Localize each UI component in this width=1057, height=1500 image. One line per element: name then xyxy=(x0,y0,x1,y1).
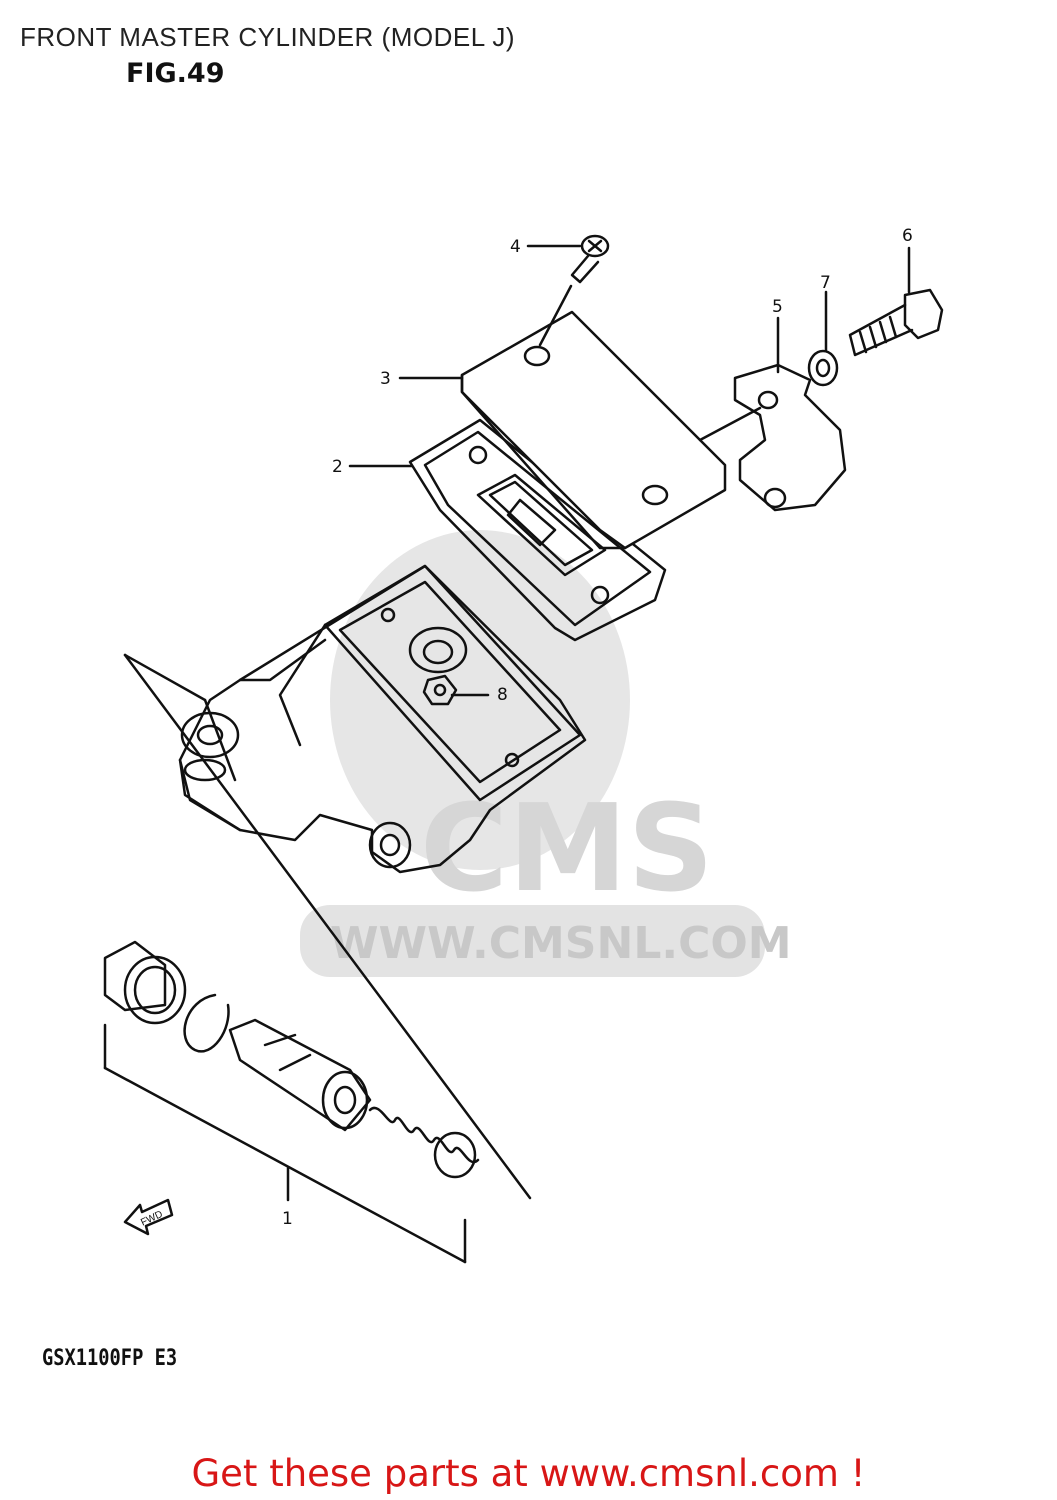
reservoir-cap-part-3 xyxy=(460,310,727,550)
model-code: GSX1100FP E3 xyxy=(42,1346,178,1371)
callout-6: 6 xyxy=(902,226,913,246)
callout-7: 7 xyxy=(820,273,831,293)
piston-cup xyxy=(103,940,187,1025)
page-title: FRONT MASTER CYLINDER (MODEL J) xyxy=(20,22,516,52)
bolt-part-6 xyxy=(848,288,944,357)
callout-8: 8 xyxy=(497,685,508,705)
fwd-arrow: FWD xyxy=(123,1198,174,1236)
parts-drawing: FWD xyxy=(103,234,944,1264)
watermark-brand: CMS xyxy=(420,780,714,919)
get-parts-link[interactable]: Get these parts at www.cmsnl.com ! xyxy=(191,1452,866,1495)
callout-2: 2 xyxy=(332,457,343,477)
washer-part-7 xyxy=(807,349,839,387)
watermark: CMS WWW.CMSNL.COM xyxy=(300,530,792,977)
screw-part-4 xyxy=(538,234,610,347)
figure-label: FIG.49 xyxy=(126,58,225,89)
callout-1: 1 xyxy=(282,1209,293,1229)
holder-part-5 xyxy=(698,363,847,512)
callout-3: 3 xyxy=(380,369,391,389)
callout-labels: 1 2 3 4 5 6 7 8 xyxy=(282,226,913,1229)
piston xyxy=(228,1018,372,1132)
watermark-url: WWW.CMSNL.COM xyxy=(330,918,792,969)
callout-4: 4 xyxy=(510,237,521,257)
master-cylinder-body xyxy=(178,564,587,874)
callout-5: 5 xyxy=(772,297,783,317)
spring xyxy=(368,1106,480,1179)
plate-part-8 xyxy=(422,674,458,706)
circlip xyxy=(183,993,230,1053)
diaphragm-part-2 xyxy=(408,418,667,642)
